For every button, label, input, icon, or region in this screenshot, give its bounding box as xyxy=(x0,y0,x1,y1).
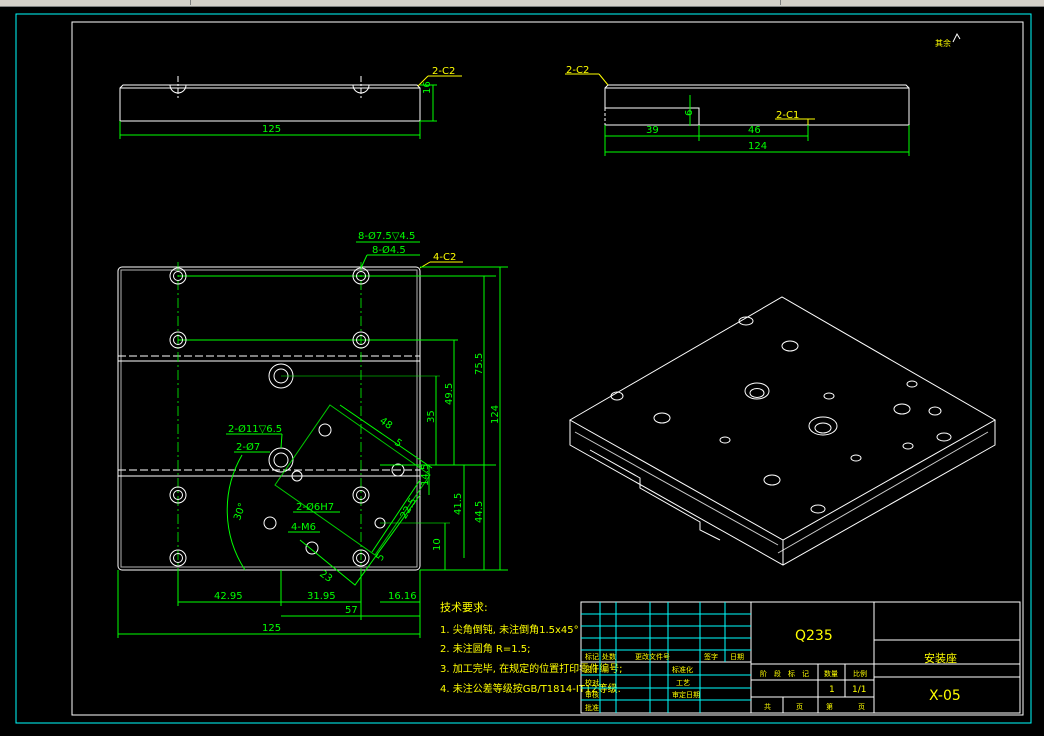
side-chamfer-callout-left: 2-C2 xyxy=(566,65,589,76)
mount-hole xyxy=(169,331,187,349)
top-height-dim: 16 xyxy=(422,81,433,94)
top-view: 16 125 2-C2 xyxy=(119,66,462,139)
tech-req-item: 2. 未注圆角 R=1.5; xyxy=(440,642,531,655)
side-view: 2-C2 2-C1 39 46 124 6 xyxy=(565,65,910,156)
window-title-strip xyxy=(0,0,1044,7)
thread-hole xyxy=(391,463,405,477)
tech-req-item: 1. 尖角倒钝, 未注倒角1.5x45° xyxy=(440,623,579,636)
dim-diag-22-5: 22.5 xyxy=(399,496,420,521)
side-view-outline xyxy=(604,84,910,126)
role-label: 校对 xyxy=(585,678,599,687)
role-label: 设计 xyxy=(585,665,599,674)
rev-header: 更改文件号 xyxy=(635,652,670,661)
mid-label: 标准化 xyxy=(672,665,693,674)
mount-hole xyxy=(352,549,370,567)
plan-chamfer-callout: 4-C2 xyxy=(433,252,456,263)
side-dim-total: 124 xyxy=(748,141,767,152)
part-name-value: 安装座 xyxy=(924,651,957,665)
mid-label: 审定日期 xyxy=(672,690,700,699)
drawing-canvas[interactable]: 其余 16 125 2-C2 2-C2 2-C1 xyxy=(0,6,1044,732)
dim-right-44-5: 44.5 xyxy=(474,501,485,523)
dim-right-41-5: 41.5 xyxy=(453,493,464,515)
small-hole-spec: 2-Ø7 xyxy=(236,441,260,453)
side-dim-mid: 46 xyxy=(748,125,761,136)
thread-spec: 4-M6 xyxy=(291,522,316,533)
dim-bottom-16-16: 16.16 xyxy=(388,591,417,602)
outer-frame xyxy=(15,13,1032,724)
side-chamfer-callout-right: 2-C1 xyxy=(776,110,799,121)
dim-diag-5a: 5 xyxy=(392,437,404,450)
dim-bottom-42-95: 42.95 xyxy=(214,591,243,602)
stage-header: 标 xyxy=(788,669,795,678)
dim-bottom-31-95: 31.95 xyxy=(307,591,336,602)
stage-header: 比例 xyxy=(853,669,867,678)
drawing-number-value: X-05 xyxy=(929,688,961,704)
rev-header: 日期 xyxy=(730,653,744,661)
pin-hole xyxy=(291,470,303,482)
tech-req-item: 4. 未注公差等级按GB/T1814-IT12等级. xyxy=(440,682,621,695)
iso-top-face xyxy=(568,296,997,541)
sheet-label: 页 xyxy=(796,703,803,711)
title-strip-segment xyxy=(190,0,781,5)
rev-header: 处数 xyxy=(602,652,616,661)
dim-diag-23: 23 xyxy=(317,569,334,585)
top-chamfer-callout: 2-C2 xyxy=(432,66,455,77)
counterbore-hole xyxy=(268,447,294,473)
dim-bottom-57: 57 xyxy=(345,605,358,616)
dim-right-124: 124 xyxy=(490,405,501,424)
tech-requirements: 技术要求: 1. 尖角倒钝, 未注倒角1.5x45° 2. 未注圆角 R=1.5… xyxy=(440,601,622,695)
dim-right-10: 10 xyxy=(432,538,443,551)
role-label: 审核 xyxy=(585,690,599,699)
mount-hole xyxy=(169,549,187,567)
title-strip-segment xyxy=(0,0,191,5)
hole-spec-counterbore: 8-Ø7.5▽4.5 xyxy=(358,230,415,242)
scale-value: 1/1 xyxy=(852,685,866,695)
isometric-view xyxy=(568,296,997,566)
sheet-label: 页 xyxy=(858,703,865,711)
pattern-angle: 30° xyxy=(232,502,248,522)
corner-roughness-note: 其余 xyxy=(935,38,951,48)
thread-hole xyxy=(263,516,277,530)
plan-view: 8-Ø7.5▽4.5 8-Ø4.5 4-C2 2-Ø11▽6.5 2-Ø7 2-… xyxy=(117,230,508,638)
dim-right-49-5: 49.5 xyxy=(444,383,455,405)
stage-header: 阶 xyxy=(760,669,767,678)
material-value: Q235 xyxy=(795,628,833,644)
counterbore-spec: 2-Ø11▽6.5 xyxy=(228,423,282,435)
mid-label: 工艺 xyxy=(676,679,690,687)
side-dim-left: 39 xyxy=(646,125,659,136)
dim-diag-48: 48 xyxy=(377,416,394,432)
dim-right-14-5: 14.5 xyxy=(420,464,431,486)
side-dim-step: 6 xyxy=(684,110,695,116)
stage-header: 段 xyxy=(774,669,781,678)
top-view-outline xyxy=(119,84,421,122)
title-block: 标记 处数 更改文件号 签字 日期 设计 校对 审核 批准 标准化 工艺 审定日… xyxy=(580,601,1021,714)
mount-hole xyxy=(169,267,187,285)
sheet-label: 第 xyxy=(826,702,833,711)
stage-header: 记 xyxy=(802,670,809,678)
mount-hole xyxy=(352,331,370,349)
hole-spec-through: 8-Ø4.5 xyxy=(372,244,406,256)
dim-diag-5b: 5 xyxy=(375,552,388,563)
mount-hole xyxy=(352,486,370,504)
thread-hole xyxy=(305,541,319,555)
role-label: 批准 xyxy=(585,703,599,712)
sheet-label: 共 xyxy=(764,702,771,711)
rev-header: 签字 xyxy=(704,652,718,661)
qty-value: 1 xyxy=(829,685,835,695)
stage-header: 数量 xyxy=(824,669,838,678)
thread-hole xyxy=(318,423,332,437)
inner-frame xyxy=(71,21,1024,716)
mount-hole xyxy=(169,486,187,504)
dim-right-75-5: 75.5 xyxy=(474,353,485,375)
tech-req-title: 技术要求: xyxy=(440,601,488,614)
rev-header: 标记 xyxy=(585,652,599,661)
roughness-symbol xyxy=(952,32,961,43)
plan-outline xyxy=(117,266,421,571)
top-width-dim: 125 xyxy=(262,124,281,135)
dim-bottom-125: 125 xyxy=(262,623,281,634)
tech-req-item: 3. 加工完毕, 在规定的位置打印零件编号; xyxy=(440,662,622,675)
pin-hole-spec: 2-Ø6H7 xyxy=(296,501,334,513)
dim-right-35: 35 xyxy=(426,410,437,423)
